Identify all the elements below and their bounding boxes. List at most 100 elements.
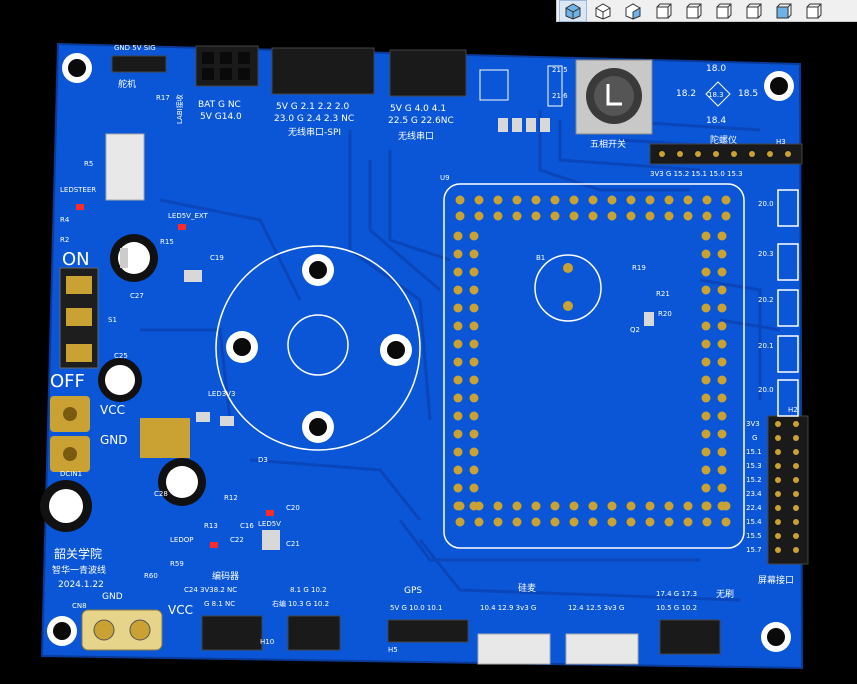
ledop-label: LEDOP — [170, 536, 194, 544]
r59-label: R59 — [170, 560, 184, 568]
d3-label: D3 — [258, 456, 268, 464]
nav-right-label: 18.5 — [738, 89, 759, 99]
c16-label: C16 — [240, 522, 254, 530]
r2-label: R2 — [60, 236, 70, 244]
date-label: 2024.1.22 — [58, 580, 104, 590]
uart-title-label: 无线串口 — [398, 132, 435, 142]
bl-row2-label: 10.5 G 10.2 — [656, 604, 698, 612]
gps-label: GPS — [404, 586, 423, 596]
uart-header[interactable] — [389, 49, 467, 97]
bat-row2-label: 5V G14.0 — [200, 112, 242, 122]
screen-pin-5: 15.2 — [746, 476, 762, 484]
gps-header[interactable] — [387, 619, 469, 643]
c28-label: C28 — [154, 490, 168, 498]
enc-row1-label: 3V38.2 NC — [200, 586, 238, 594]
c21-label: C21 — [286, 540, 300, 548]
brushless-header[interactable] — [659, 619, 721, 655]
ledsteer-label: LEDSTEER — [60, 186, 97, 194]
j21-5-label: 21.5 — [552, 66, 568, 74]
b1-label: B1 — [536, 254, 546, 262]
uart-row1-label: 5V G 4.0 4.1 — [390, 104, 447, 114]
silicon-label: 硅麦 — [518, 584, 537, 594]
bat-row1-label: BAT G NC — [198, 100, 241, 110]
bottom-view-cube-icon[interactable] — [770, 1, 796, 21]
right-view-cube-icon[interactable] — [620, 1, 646, 21]
left-view-cube-icon[interactable] — [800, 1, 826, 21]
key-label-2: 20.3 — [758, 250, 774, 258]
encoder-header[interactable] — [201, 615, 263, 651]
r12-label: R12 — [224, 494, 238, 502]
switch-on-label: ON — [62, 249, 90, 270]
screen-label: 屏幕接口 — [758, 576, 795, 586]
mounting-hole-icon — [47, 53, 794, 652]
nav-left-label: 18.2 — [676, 89, 697, 99]
r15-label: R15 — [160, 238, 174, 246]
brushless-label: 无刷 — [716, 590, 735, 600]
capacitor-icon — [40, 234, 206, 532]
servo-label: 舵机 — [118, 80, 137, 90]
screen-pin-9: 15.5 — [746, 532, 762, 540]
spi-row1-label: 5V G 2.1 2.2 2.0 — [276, 102, 350, 112]
steer-header[interactable] — [287, 615, 341, 651]
h3-label: H3 — [776, 138, 786, 146]
labi-label: LABI接收 — [176, 94, 184, 124]
q2-label: Q2 — [630, 326, 640, 334]
u9-label: U9 — [440, 174, 450, 182]
gyro-header[interactable] — [649, 143, 803, 165]
cn8-label: CN8 — [72, 602, 87, 610]
nav-center-label: 18.3 — [708, 91, 724, 99]
screen-header[interactable] — [767, 415, 809, 565]
c25-label: C25 — [114, 352, 128, 360]
r4-label: R4 — [60, 216, 70, 224]
led3v3-label: LED3V3 — [208, 390, 236, 398]
screen-pin-4: 15.3 — [746, 462, 762, 470]
screen-pin-6: 23.4 — [746, 490, 762, 498]
front-view-cube-icon[interactable] — [590, 1, 616, 21]
iso-view-cube-icon[interactable] — [559, 0, 587, 22]
j21-6-label: 21.6 — [552, 92, 568, 100]
spi-title-label: 无线串口-SPI — [288, 128, 342, 138]
gnd-label: GND — [102, 592, 123, 602]
motor-mount-outline — [215, 245, 421, 451]
screen-pin-7: 22.4 — [746, 504, 762, 512]
switch-off-label: OFF — [50, 371, 85, 392]
screen-pin-2: G — [752, 434, 758, 442]
h2-label: H2 — [788, 406, 798, 414]
five-way-label: 五相开关 — [590, 140, 627, 150]
front-face-cube-icon[interactable] — [680, 1, 706, 21]
bl-row1-label: 17.4 G 17.3 — [656, 590, 698, 598]
screen-pin-3: 15.1 — [746, 448, 762, 456]
key-label-3: 20.2 — [758, 296, 774, 304]
author-label: 智华一青波线 — [52, 566, 107, 576]
key-label-1: 20.0 — [758, 200, 774, 208]
spi-header[interactable] — [271, 47, 375, 95]
silicon-mic-connector[interactable] — [477, 633, 551, 665]
c24-label: C24 — [184, 586, 198, 594]
led5v-ext-label: LED5V_EXT — [168, 212, 208, 220]
view-toolbar — [556, 0, 857, 22]
r5-label: R5 — [84, 160, 94, 168]
cn4-pins-label: 12.4 12.5 3v3 G — [568, 604, 625, 612]
r21-label: R21 — [656, 290, 670, 298]
key-label-5: 20.0 — [758, 386, 774, 394]
c22-label: C22 — [230, 536, 244, 544]
mic-connector-2[interactable] — [565, 633, 639, 665]
enc-row2-label: G 8.1 NC — [204, 600, 236, 608]
r20-label: R20 — [658, 310, 672, 318]
h10-label: H10 — [260, 638, 275, 646]
h5-label: H5 — [388, 646, 398, 654]
side-view-cube-icon[interactable] — [710, 1, 736, 21]
dc-gnd-label: GND — [100, 433, 128, 447]
c20-label: C20 — [286, 504, 300, 512]
screen-pin-1: 3V3 — [746, 420, 760, 428]
uart-row2-label: 22.5 G 22.6NC — [388, 116, 454, 126]
servo-header[interactable] — [111, 55, 167, 73]
core-board-outline — [443, 183, 745, 549]
top-view-cube-icon[interactable] — [650, 1, 676, 21]
core-board-pads — [453, 195, 731, 527]
r17-label: R17 — [156, 94, 170, 102]
gyro-pins-label: 3V3 G 15.2 15.1 15.0 15.3 — [650, 170, 743, 178]
screen-pin-8: 15.4 — [746, 518, 762, 526]
back-view-cube-icon[interactable] — [740, 1, 766, 21]
